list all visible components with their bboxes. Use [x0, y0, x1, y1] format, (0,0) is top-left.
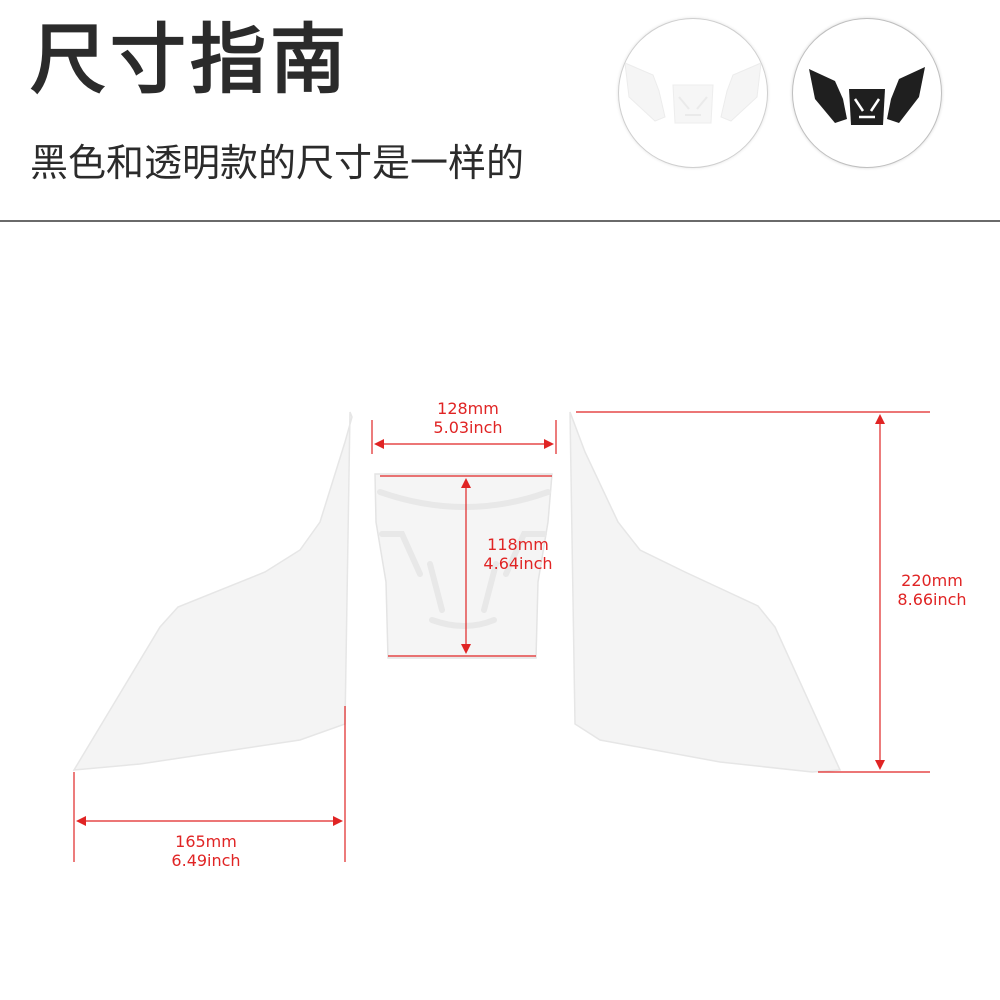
side-width-mm: 165mm [175, 832, 237, 851]
side-width-inch: 6.49inch [171, 851, 241, 870]
size-diagram: 128mm 5.03inch 118mm 4.64inch 220mm 8.66… [0, 222, 1000, 1000]
side-width-label: 165mm 6.49inch [158, 832, 254, 870]
center-width-mm: 128mm [437, 399, 499, 418]
side-height-label: 220mm 8.66inch [884, 571, 980, 609]
header-divider [0, 220, 1000, 222]
side-height-mm: 220mm [901, 571, 963, 590]
side-height-inch: 8.66inch [897, 590, 967, 609]
center-height-mm: 118mm [487, 535, 549, 554]
page-subtitle: 黑色和透明款的尺寸是一样的 [30, 141, 525, 185]
page-title: 尺寸指南 [30, 15, 350, 104]
right-side-pad [569, 411, 842, 773]
center-width-label: 128mm 5.03inch [420, 399, 516, 437]
center-width-inch: 5.03inch [433, 418, 503, 437]
black-tank-pad-icon [809, 67, 925, 125]
header: 尺寸指南 黑色和透明款的尺寸是一样的 [0, 0, 1000, 222]
diagram-canvas [72, 411, 930, 862]
left-side-pad [72, 411, 353, 771]
black-variant-thumbnail[interactable] [792, 18, 942, 168]
clear-tank-pad-icon [624, 62, 762, 124]
center-height-inch: 4.64inch [483, 554, 553, 573]
center-height-label: 118mm 4.64inch [470, 535, 566, 573]
clear-variant-thumbnail[interactable] [618, 18, 768, 168]
